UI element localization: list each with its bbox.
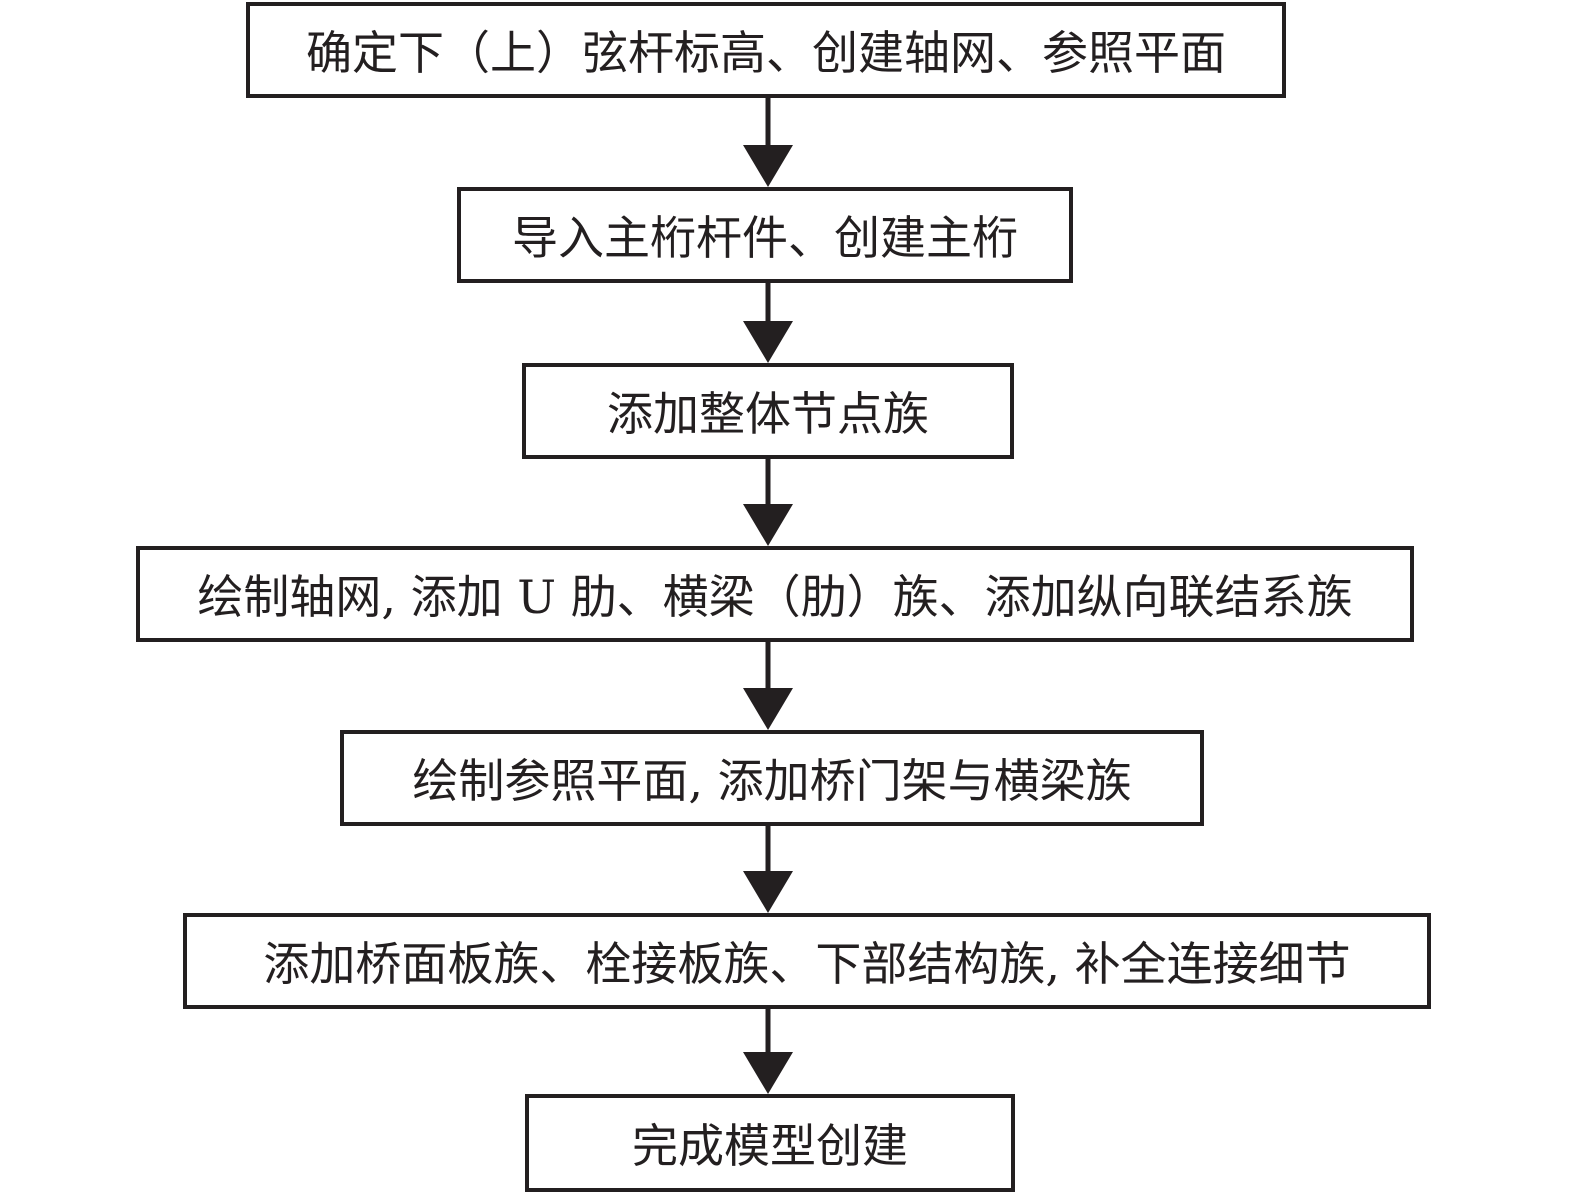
step-label-5: 绘制参照平面, 添加桥门架与横梁族 xyxy=(412,754,1132,808)
arrow-head-icon-1 xyxy=(743,145,793,187)
step-box-3: 添加整体节点族 xyxy=(522,363,1014,459)
step-label-7: 完成模型创建 xyxy=(632,1119,908,1173)
step-label-6: 添加桥面板族、栓接板族、下部结构族, 补全连接细节 xyxy=(263,937,1351,991)
step-label-1: 确定下（上）弦杆标高、创建轴网、参照平面 xyxy=(306,26,1226,80)
step-box-5: 绘制参照平面, 添加桥门架与横梁族 xyxy=(340,730,1204,826)
step-box-6: 添加桥面板族、栓接板族、下部结构族, 补全连接细节 xyxy=(183,913,1431,1009)
step-label-3: 添加整体节点族 xyxy=(607,387,929,441)
step-label-4: 绘制轴网, 添加 U 肋、横梁（肋）族、添加纵向联结系族 xyxy=(197,570,1353,624)
step-box-4: 绘制轴网, 添加 U 肋、横梁（肋）族、添加纵向联结系族 xyxy=(136,546,1414,642)
step-label-2: 导入主桁杆件、创建主桁 xyxy=(512,211,1018,265)
step-box-7: 完成模型创建 xyxy=(525,1094,1015,1192)
step-box-2: 导入主桁杆件、创建主桁 xyxy=(457,187,1073,283)
step-box-1: 确定下（上）弦杆标高、创建轴网、参照平面 xyxy=(246,2,1286,98)
arrow-head-icon-3 xyxy=(743,504,793,546)
arrow-head-icon-5 xyxy=(743,871,793,913)
arrow-head-icon-4 xyxy=(743,688,793,730)
arrow-head-icon-2 xyxy=(743,321,793,363)
arrow-head-icon-6 xyxy=(743,1052,793,1094)
